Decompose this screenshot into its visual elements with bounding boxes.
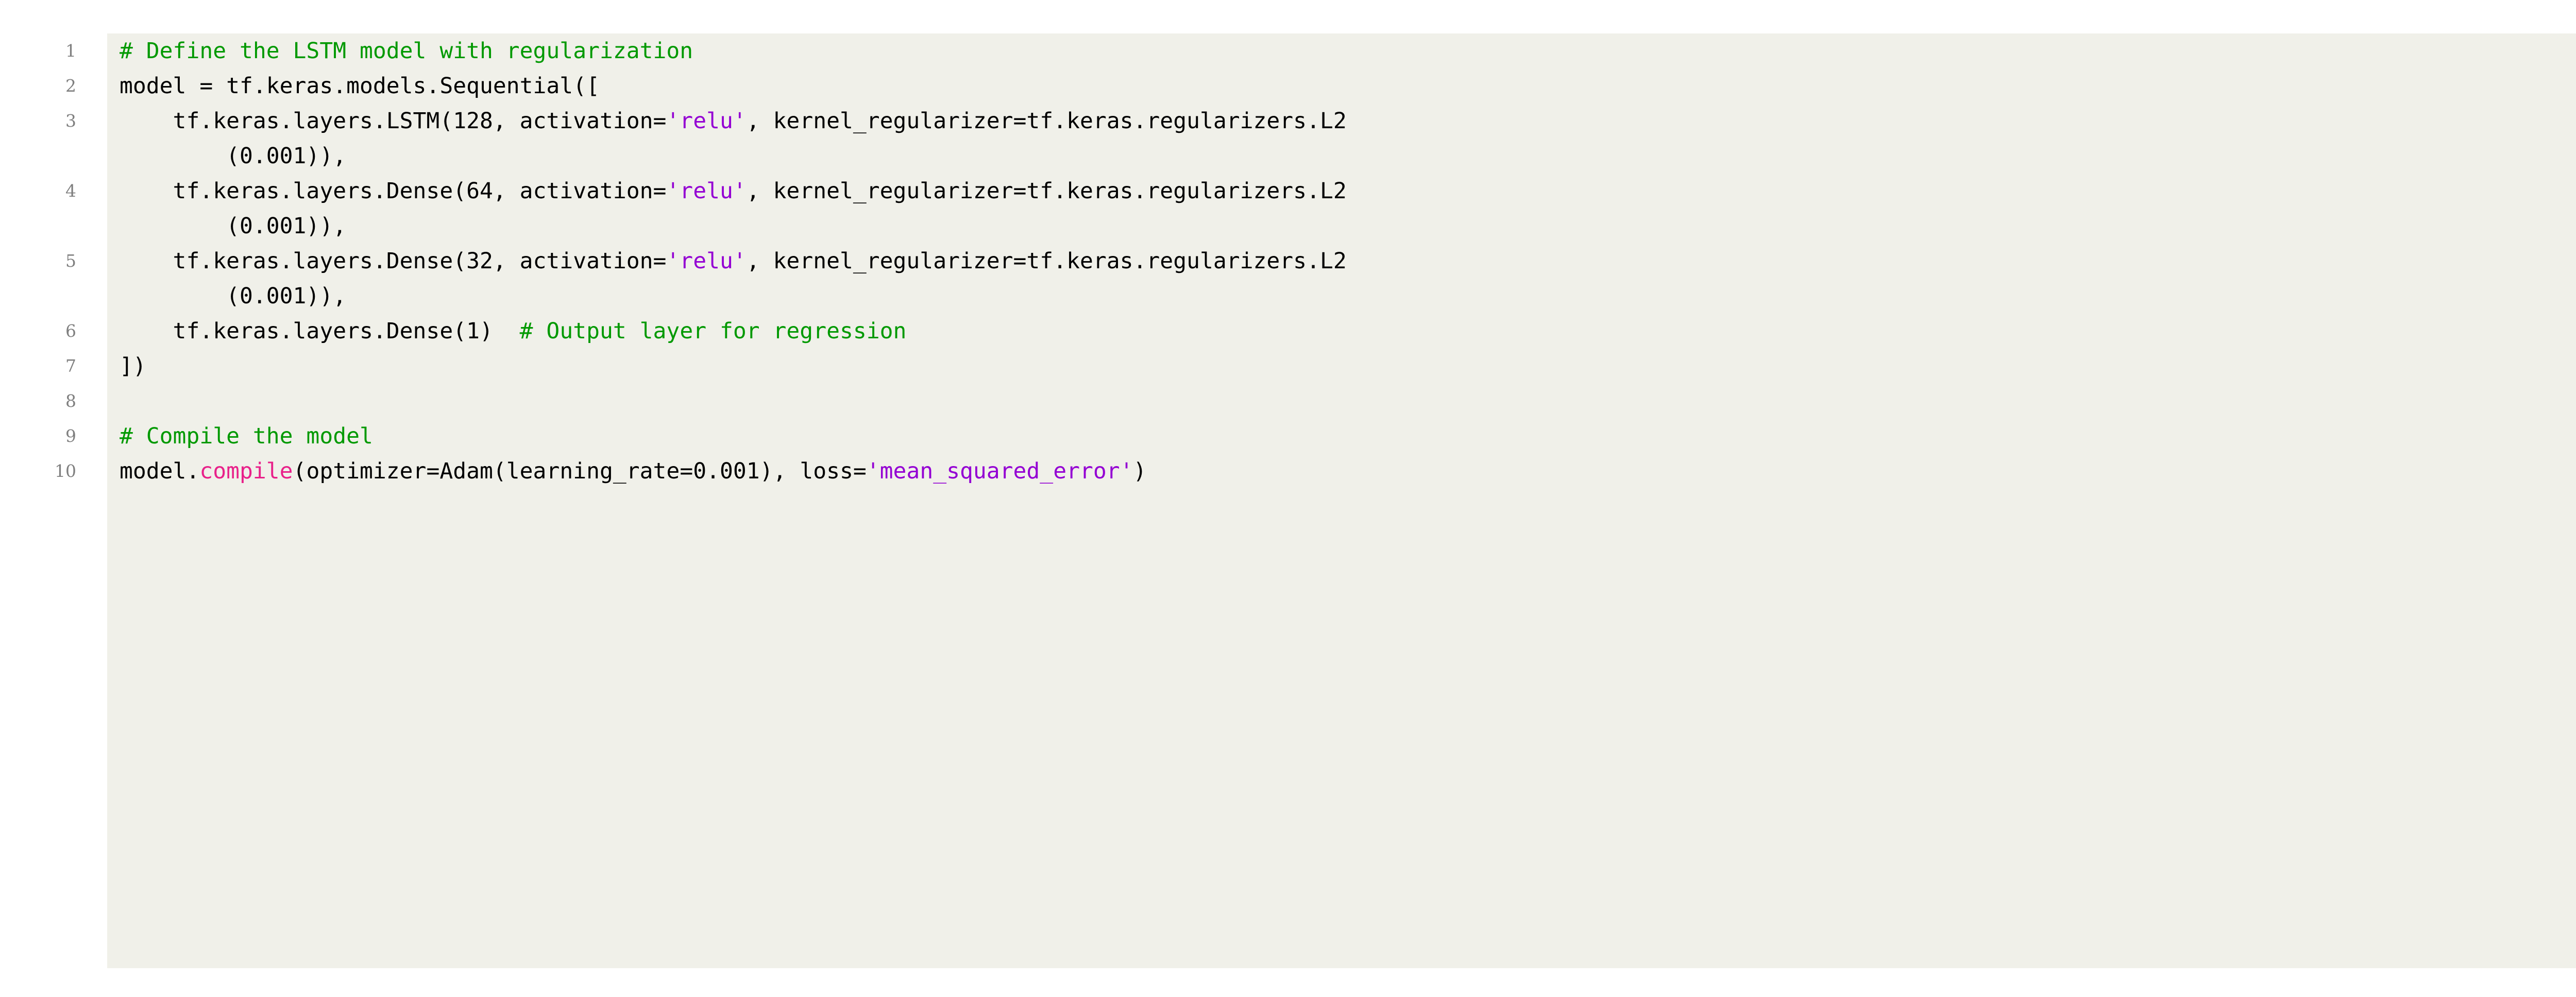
- code-line: (0.001)),: [0, 209, 2576, 244]
- code-line: 4 tf.keras.layers.Dense(64, activation='…: [0, 174, 2576, 209]
- line-number: 9: [65, 426, 76, 446]
- code-token-string: 'relu': [666, 108, 747, 134]
- code-token-comment: # Define the LSTM model with regularizat…: [120, 38, 693, 64]
- code-token-plain: ]): [120, 353, 146, 379]
- code-line: 3 tf.keras.layers.LSTM(128, activation='…: [0, 104, 2576, 139]
- code-line: 6 tf.keras.layers.Dense(1) # Output laye…: [0, 314, 2576, 349]
- code-token-plain: tf.keras.layers.Dense(32, activation=: [120, 248, 667, 274]
- code-lines-container: 1 # Define the LSTM model with regulariza…: [0, 33, 2576, 489]
- line-number: 7: [65, 356, 76, 376]
- code-text: (0.001)),: [120, 139, 346, 174]
- code-line: 1 # Define the LSTM model with regulariza…: [0, 33, 2576, 68]
- code-line: 7]): [0, 349, 2576, 384]
- code-token-plain: model.: [120, 458, 200, 484]
- line-number: 4: [65, 181, 76, 201]
- code-text: # Compile the model: [120, 419, 373, 454]
- code-text: # Define the LSTM model with regularizat…: [120, 33, 693, 68]
- code-line: 2 model = tf.keras.models.Sequential([: [0, 68, 2576, 104]
- line-number: 3: [65, 111, 76, 131]
- code-line: 8: [0, 384, 2576, 419]
- code-text: (0.001)),: [120, 279, 346, 314]
- code-line: (0.001)),: [0, 279, 2576, 314]
- code-token-plain: tf.keras.layers.Dense(64, activation=: [120, 178, 667, 204]
- code-token-plain: (0.001)),: [120, 283, 347, 309]
- code-text: tf.keras.layers.Dense(32, activation='re…: [120, 244, 1347, 279]
- code-token-plain: , kernel_regularizer=tf.keras.regularize…: [746, 178, 1347, 204]
- code-text: model.compile(optimizer=Adam(learning_ra…: [120, 454, 1146, 489]
- line-number: 2: [65, 76, 76, 96]
- code-token-string: 'mean_squared_error': [866, 458, 1133, 484]
- code-text: tf.keras.layers.Dense(1) # Output layer …: [120, 314, 907, 349]
- line-number: 8: [65, 391, 76, 411]
- line-number: 5: [65, 251, 76, 271]
- code-token-plain: (optimizer=Adam(learning_rate=0.001), lo…: [293, 458, 867, 484]
- code-text: tf.keras.layers.LSTM(128, activation='re…: [120, 104, 1347, 139]
- code-token-plain: (0.001)),: [120, 213, 347, 239]
- code-text: ]): [120, 349, 146, 384]
- code-line: 10 model.compile(optimizer=Adam(learning_…: [0, 454, 2576, 489]
- code-token-comment: # Output layer for regression: [519, 318, 907, 344]
- code-text: model = tf.keras.models.Sequential([: [120, 68, 600, 104]
- code-token-plain: tf.keras.layers.Dense(1): [120, 318, 520, 344]
- line-number: 1: [65, 41, 76, 61]
- code-panel-background: [107, 33, 2576, 968]
- code-token-string: 'relu': [666, 248, 747, 274]
- code-token-comment: # Compile the model: [120, 423, 373, 449]
- code-line: 9 # Compile the model: [0, 419, 2576, 454]
- code-token-plain: ): [1133, 458, 1147, 484]
- code-token-keyword: compile: [199, 458, 293, 484]
- code-token-plain: (0.001)),: [120, 143, 347, 169]
- code-token-plain: tf.keras.layers.LSTM(128, activation=: [120, 108, 667, 134]
- line-number: 10: [55, 461, 76, 481]
- code-text: tf.keras.layers.Dense(64, activation='re…: [120, 174, 1347, 209]
- code-token-plain: , kernel_regularizer=tf.keras.regularize…: [746, 108, 1347, 134]
- code-line: (0.001)),: [0, 139, 2576, 174]
- code-token-plain: , kernel_regularizer=tf.keras.regularize…: [746, 248, 1347, 274]
- line-number: 6: [65, 321, 76, 341]
- code-token-string: 'relu': [666, 178, 747, 204]
- code-token-plain: model = tf.keras.models.Sequential([: [120, 73, 600, 99]
- code-text: (0.001)),: [120, 209, 346, 244]
- code-line: 5 tf.keras.layers.Dense(32, activation='…: [0, 244, 2576, 279]
